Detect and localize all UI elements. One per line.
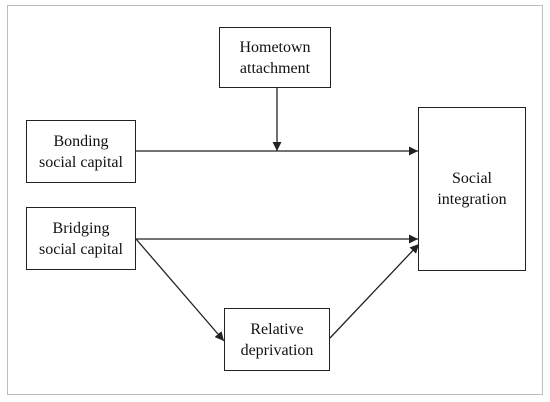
social-integration-label-line1: Social xyxy=(452,170,492,187)
social-integration-label-line2: integration xyxy=(437,191,507,208)
node-hometown-attachment: Hometown attachment xyxy=(219,27,331,88)
node-relative-deprivation: Relative deprivation xyxy=(224,308,330,371)
node-bridging-social-capital: Bridging social capital xyxy=(26,207,136,270)
bonding-label-line2: social capital xyxy=(39,153,123,171)
hometown-label-line1: Hometown xyxy=(239,38,311,56)
relative-deprivation-label-line1: Relative xyxy=(250,320,304,338)
edge-bridging-to-relative-deprivation xyxy=(135,238,225,342)
edge-relative-deprivation-to-social-integration xyxy=(329,243,420,339)
bridging-label-line1: Bridging xyxy=(52,219,110,237)
bridging-label-line2: social capital xyxy=(39,240,123,258)
node-bonding-social-capital: Bonding social capital xyxy=(26,120,136,183)
bonding-label-line1: Bonding xyxy=(53,132,109,150)
node-social-integration: Social integration xyxy=(418,107,526,271)
relative-deprivation-label-line2: deprivation xyxy=(240,341,314,359)
hometown-label-line2: attachment xyxy=(239,59,311,77)
